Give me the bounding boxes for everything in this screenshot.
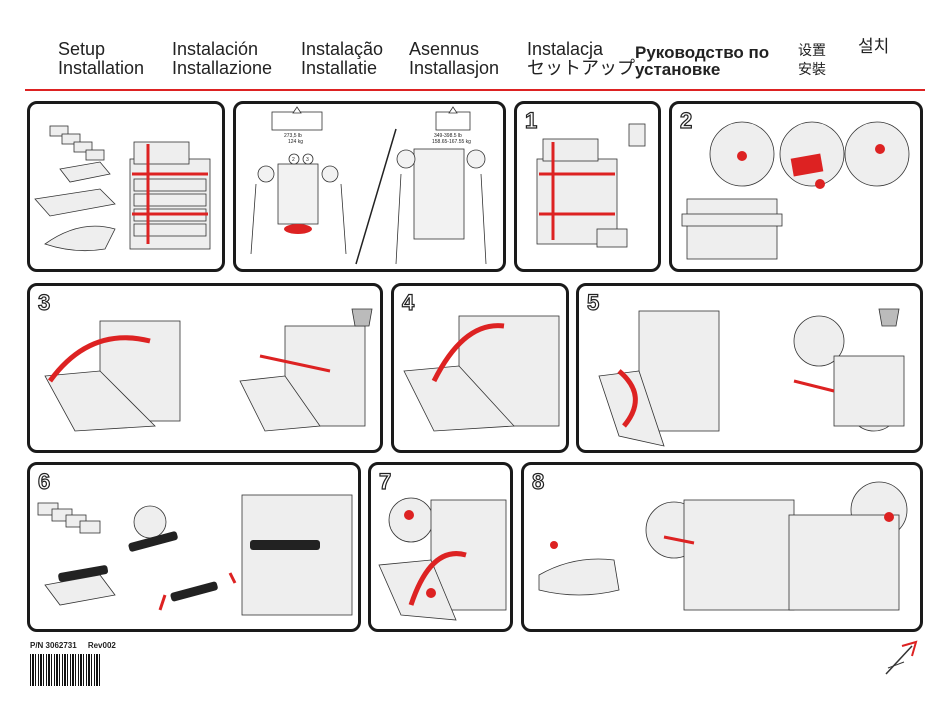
title-line: Installation [58, 58, 145, 78]
weight-label-right: 349-398.5 lb [434, 133, 462, 139]
step-number: 7 [378, 468, 392, 494]
panel-step-5: 5 [576, 283, 923, 453]
weight-label-left-kg: 124 kg [288, 139, 303, 145]
remove-packing-illustration [681, 121, 910, 260]
barcode-image [30, 654, 100, 686]
step-number: 6 [37, 468, 51, 494]
title-line: 설치 [858, 37, 890, 57]
title-line: Instalacja [527, 39, 604, 59]
callout-2: 2 [292, 157, 295, 163]
box-contents-illustration [34, 125, 211, 252]
panel-contents [27, 101, 225, 272]
weight-label-right-kg: 158.65-167.55 kg [432, 139, 471, 145]
step-number: 1 [524, 107, 538, 133]
title-line: Instalación [172, 39, 259, 59]
panel-step-6: 6 [27, 462, 361, 632]
title-korean: 설치 [858, 38, 889, 57]
title-portuguese-dutch: Instalação Installatie [301, 40, 383, 78]
title-line: Installazione [172, 58, 273, 78]
title-spanish-italian: Instalación Installazione [172, 40, 272, 78]
title-finnish-norwegian: Asennus Installasjon [409, 40, 499, 78]
attach-tray-illustration [538, 481, 908, 611]
weight-label-left: 273,5 lb [284, 133, 302, 139]
remove-shipping-insert-illustration [598, 308, 905, 447]
step-number: 5 [586, 289, 600, 315]
title-line: Installatie [301, 58, 378, 78]
title-russian: Руководство по установке [635, 44, 769, 78]
header-titles: Setup Installation Instalación Installaz… [0, 38, 950, 90]
title-line: 安裝 [798, 62, 826, 78]
part-number: P/N 3062731 [30, 641, 77, 650]
step-number: 3 [37, 289, 51, 315]
panel-step-7: 7 [368, 462, 513, 632]
panel-step-2: 2 [669, 101, 923, 272]
close-door-step-7-illustration [378, 497, 507, 621]
title-chinese: 设置 安裝 [798, 42, 826, 80]
title-line: Setup [58, 39, 106, 59]
callout-3: 3 [306, 157, 309, 163]
panel-step-1: 1 [514, 101, 661, 272]
title-line: Installasjon [409, 58, 500, 78]
revision: Rev002 [87, 641, 116, 650]
open-front-door-illustration [44, 308, 373, 432]
step-number: 2 [679, 107, 693, 133]
panel-step-8: 8 [521, 462, 923, 632]
panel-step-4: 4 [391, 283, 569, 453]
title-line: Instalação [301, 39, 384, 59]
step-number: 8 [531, 468, 545, 494]
install-toner-illustration [37, 494, 353, 616]
brand-logo-icon [885, 640, 918, 675]
step-number: 4 [401, 289, 415, 315]
title-polish-japanese: Instalacja セットアップ [527, 39, 635, 79]
panel-lifting: 273,5 lb 124 kg 349-398.5 lb 158.65-167.… [233, 101, 506, 272]
title-english-french: Setup Installation [58, 40, 144, 78]
remove-tape-illustration [536, 123, 646, 248]
title-line: セットアップ [527, 58, 635, 79]
lifting-illustration: 273,5 lb 124 kg 349-398.5 lb 158.65-167.… [250, 106, 487, 265]
close-front-door-illustration [403, 315, 560, 432]
part-number-line: P/N 3062731 Rev002 [30, 641, 116, 650]
title-line: Руководство по [635, 43, 770, 62]
panel-step-3: 3 [27, 283, 383, 453]
title-line: установке [635, 60, 721, 79]
title-line: Asennus [409, 39, 480, 59]
header-divider [25, 89, 925, 91]
title-line: 设置 [798, 43, 826, 59]
